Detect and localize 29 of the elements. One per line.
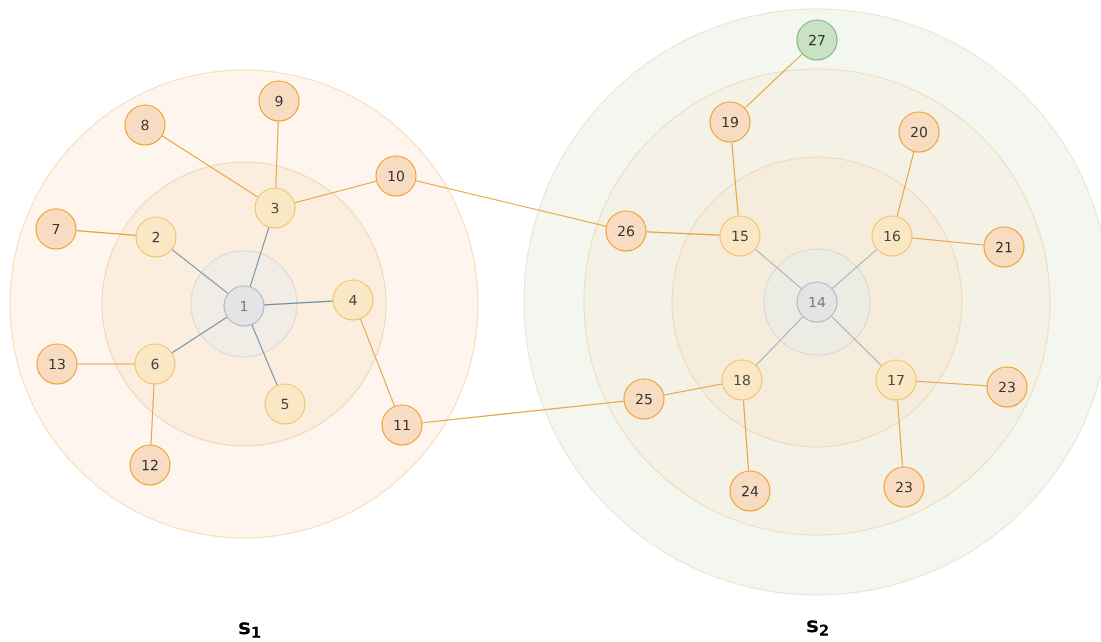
connector-line	[294, 180, 377, 204]
connector-line	[645, 231, 721, 236]
connector-line	[150, 383, 155, 446]
connector-line	[263, 300, 334, 306]
connector-line	[742, 399, 750, 472]
connector-line	[161, 135, 259, 198]
connector-line	[663, 383, 723, 396]
connector-line	[831, 315, 882, 367]
connector-line	[75, 230, 137, 236]
connector-line	[744, 53, 803, 109]
connector-line	[915, 380, 988, 387]
connector-line	[415, 180, 607, 227]
connector-line	[731, 141, 739, 217]
connector-line	[755, 316, 804, 366]
connector-line	[77, 363, 135, 365]
connector-line	[251, 324, 278, 386]
connector-line	[421, 400, 625, 424]
connector-line	[755, 248, 802, 290]
connector-line	[249, 227, 270, 287]
connector-line	[171, 249, 229, 294]
set-label: s$_{2}$	[807, 620, 828, 636]
connector-line	[896, 151, 915, 217]
connector-line	[897, 399, 903, 468]
set-label: s$_{1}$	[239, 622, 261, 638]
connector-line	[831, 249, 878, 289]
connector-line	[911, 237, 985, 246]
connector-line	[171, 316, 228, 354]
connector-line	[359, 318, 396, 407]
connector-line	[275, 120, 279, 188]
